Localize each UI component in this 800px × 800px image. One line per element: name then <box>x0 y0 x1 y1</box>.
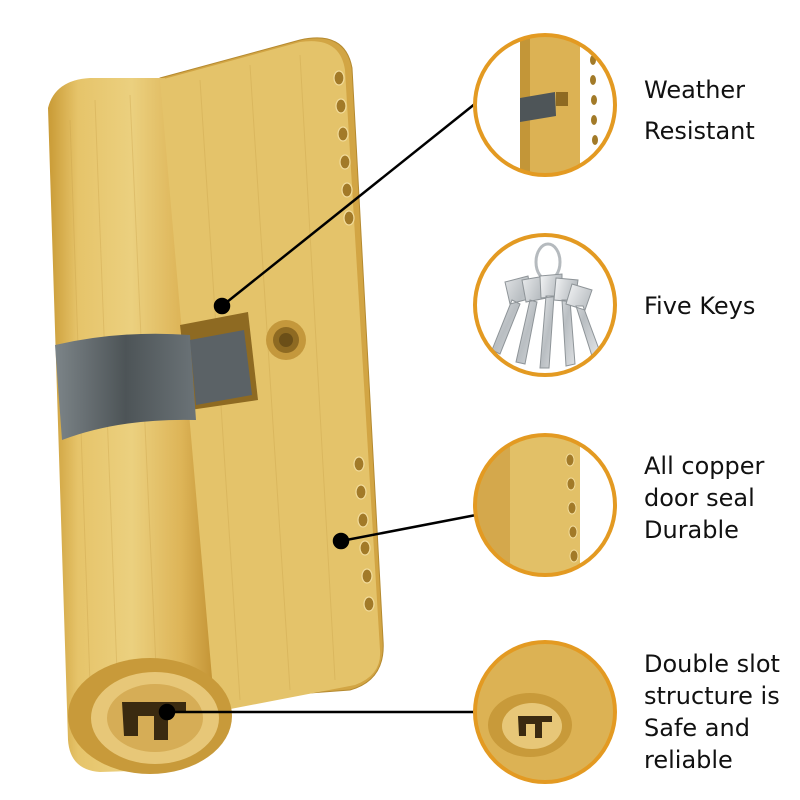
feature-label-line: door seal <box>644 484 755 512</box>
feature-label-line: All copper <box>644 452 765 480</box>
cylinder-side-face <box>160 41 381 713</box>
front-plug <box>68 658 232 774</box>
set-screw-hole <box>266 320 306 360</box>
callout-copper <box>473 433 617 577</box>
leader-lines <box>158 102 477 721</box>
feature-label-slot: Double slot structure is Safe and reliab… <box>644 648 780 776</box>
pin-holes-lower <box>353 456 375 612</box>
steel-cam <box>55 333 196 440</box>
leader-dot-slot <box>158 703 176 721</box>
feature-label-line: Safe and <box>644 714 750 742</box>
leader-line-weather <box>221 102 477 307</box>
feature-label-copper: All copper door seal Durable <box>644 450 764 546</box>
five-keys-icon <box>491 242 601 369</box>
callout-weather <box>473 33 617 177</box>
feature-label-line: reliable <box>644 746 733 774</box>
feature-label-weather: Weather Resistant <box>644 70 755 152</box>
feature-label-line: Weather <box>644 76 746 104</box>
feature-label-line: Durable <box>644 516 739 544</box>
leader-line-copper <box>340 513 477 543</box>
steel-cam-inner <box>190 330 252 405</box>
cylinder-front-body <box>48 78 216 772</box>
callout-five-keys <box>473 233 617 377</box>
feature-label-line: structure is <box>644 682 780 710</box>
leader-dot-copper <box>332 532 350 550</box>
feature-label-line: Five Keys <box>644 292 756 320</box>
pin-holes-upper <box>333 70 355 226</box>
lock-cylinder <box>48 37 384 774</box>
feature-label-line: Resistant <box>644 117 755 145</box>
leader-dot-weather <box>213 297 231 315</box>
feature-label-line: Double slot <box>644 650 780 678</box>
feature-label-keys: Five Keys <box>644 290 755 322</box>
callout-slot <box>473 640 617 784</box>
